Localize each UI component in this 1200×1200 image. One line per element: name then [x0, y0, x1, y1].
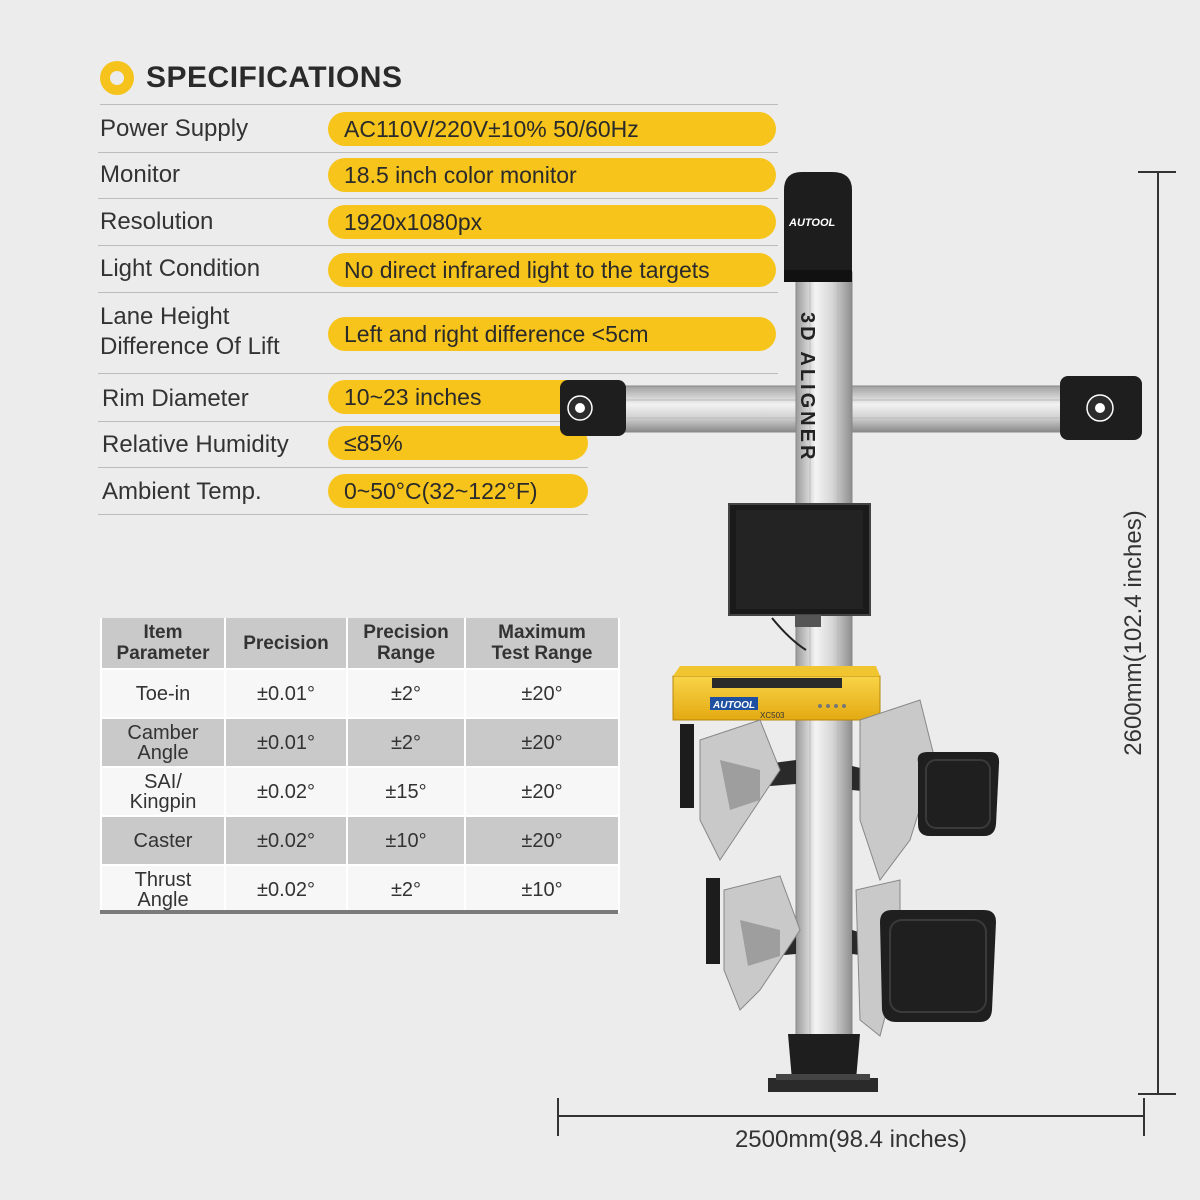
- camera-head: [784, 172, 852, 282]
- column-base: [768, 1034, 878, 1092]
- spec-row-lane-height: Lane Height Difference Of Lift Left and …: [98, 292, 778, 374]
- height-dimension-cap: [1138, 171, 1176, 173]
- table-bottom-rule: [100, 910, 618, 914]
- spec-row-monitor: Monitor 18.5 inch color monitor: [98, 152, 778, 199]
- cell-max: ±10°: [464, 864, 620, 913]
- spec-label: Ambient Temp.: [102, 478, 262, 505]
- header-line: Maximum: [498, 622, 586, 643]
- header-precision-range: Precision Range: [346, 618, 466, 669]
- table-row: SAI/Kingpin ±0.02° ±15° ±20°: [100, 766, 620, 816]
- spec-label: Light Condition: [100, 255, 261, 282]
- cell-range: ±2°: [346, 668, 466, 718]
- cell-precision: ±0.01°: [224, 668, 348, 718]
- width-dimension-cap: [557, 1098, 559, 1136]
- spec-value: No direct infrared light to the targets: [328, 253, 776, 287]
- monitor: [728, 503, 871, 651]
- cell-range: ±2°: [346, 717, 466, 767]
- header-line: Precision: [243, 632, 329, 654]
- page-title: SPECIFICATIONS: [146, 61, 403, 94]
- cell-max: ±20°: [464, 717, 620, 767]
- width-dimension-cap: [1143, 1098, 1145, 1136]
- spec-label: Relative Humidity: [102, 431, 289, 458]
- target-lower: [880, 910, 996, 1022]
- spec-value: 0~50°C(32~122°F): [328, 474, 588, 508]
- spec-value: Left and right difference <5cm: [328, 317, 776, 351]
- target-upper: [917, 752, 1000, 836]
- cell-range: ±10°: [346, 815, 466, 865]
- cabinet-model-label: XC503: [760, 711, 785, 720]
- table-row: Toe-in ±0.01° ±2° ±20°: [100, 668, 620, 718]
- height-dimension-line: [1157, 172, 1159, 1094]
- cell-line: Camber: [127, 721, 199, 744]
- cell-parameter: Toe-in: [100, 668, 226, 718]
- header-precision: Precision: [224, 618, 348, 669]
- cell-line: Thrust: [134, 868, 192, 891]
- spec-row-relative-humidity: Relative Humidity ≤85%: [98, 421, 588, 468]
- spec-label-line2: Difference Of Lift: [100, 333, 280, 360]
- table-row: Caster ±0.02° ±10° ±20°: [100, 815, 620, 865]
- cell-line: Angle: [137, 888, 189, 911]
- width-dimension-line: [558, 1115, 1144, 1117]
- header-line: Test Range: [491, 643, 593, 664]
- spec-row-rim-diameter: Rim Diameter 10~23 inches: [98, 373, 588, 422]
- spec-value: 10~23 inches: [328, 380, 588, 414]
- cell-precision: ±0.02°: [224, 864, 348, 913]
- spec-label: Monitor: [100, 161, 181, 188]
- cell-parameter: Caster: [100, 815, 226, 865]
- keyboard-cabinet: [672, 666, 881, 721]
- header-max-test-range: Maximum Test Range: [464, 618, 620, 669]
- left-wheel-clamps: [680, 719, 801, 1011]
- spec-row-ambient-temp: Ambient Temp. 0~50°C(32~122°F): [98, 467, 588, 515]
- width-dimension-label: 2500mm(98.4 inches): [734, 1126, 968, 1153]
- header-line: Parameter: [116, 643, 210, 664]
- cell-max: ±20°: [464, 766, 620, 816]
- cell-line: SAI/: [144, 770, 182, 793]
- spec-label: Lane Height: [100, 303, 230, 330]
- main-column: [795, 271, 853, 1053]
- spec-row-resolution: Resolution 1920x1080px: [98, 198, 778, 246]
- spec-row-power-supply: Power Supply AC110V/220V±10% 50/60Hz: [98, 106, 778, 153]
- spec-label: Power Supply: [100, 115, 249, 142]
- header-item-parameter: Item Parameter: [100, 618, 226, 669]
- cell-parameter: SAI/Kingpin: [100, 766, 226, 816]
- cabinet-brand-logo: AUTOOL: [712, 700, 755, 711]
- height-dimension-cap: [1138, 1093, 1176, 1095]
- cell-line: Kingpin: [129, 790, 197, 813]
- cell-max: ±20°: [464, 815, 620, 865]
- cell-line: Toe-in: [135, 682, 191, 705]
- spec-row-light-condition: Light Condition No direct infrared light…: [98, 245, 778, 293]
- column-label: 3D ALIGNER: [796, 312, 818, 462]
- bullet-circle-icon: [100, 61, 134, 95]
- spec-value: 18.5 inch color monitor: [328, 158, 776, 192]
- table-header-row: Item Parameter Precision Precision Range…: [100, 618, 620, 669]
- cell-line: Angle: [137, 741, 189, 764]
- header-line: Precision: [363, 622, 449, 643]
- specifications-header: SPECIFICATIONS: [100, 58, 778, 105]
- spec-value: AC110V/220V±10% 50/60Hz: [328, 112, 776, 146]
- spec-label: Resolution: [100, 208, 214, 235]
- header-line: Item: [143, 622, 183, 643]
- cell-line: Caster: [133, 829, 193, 852]
- cell-precision: ±0.02°: [224, 766, 348, 816]
- head-brand-logo: AUTOOL: [788, 217, 836, 229]
- right-camera: [1060, 376, 1142, 440]
- cell-range: ±2°: [346, 864, 466, 913]
- cell-max: ±20°: [464, 668, 620, 718]
- height-dimension-label: 2600mm(102.4 inches): [1120, 510, 1147, 756]
- cell-precision: ±0.01°: [224, 717, 348, 767]
- spec-label: Rim Diameter: [102, 385, 249, 412]
- cell-precision: ±0.02°: [224, 815, 348, 865]
- spec-value: 1920x1080px: [328, 205, 776, 239]
- header-line: Range: [376, 643, 436, 664]
- spec-value: ≤85%: [328, 426, 588, 460]
- left-camera: [560, 380, 626, 436]
- precision-table: Item Parameter Precision Precision Range…: [100, 618, 620, 913]
- cell-range: ±15°: [346, 766, 466, 816]
